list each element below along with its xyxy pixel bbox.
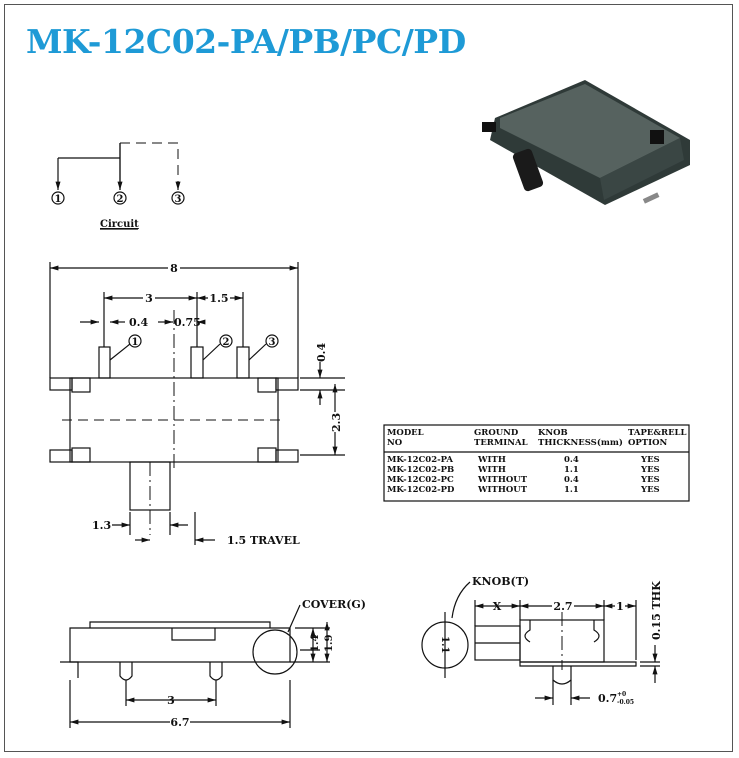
dim-pitch-b: 1.5 <box>209 292 228 305</box>
circuit-pin-2: 2 <box>113 191 127 205</box>
svg-text:THICKNESS(mm): THICKNESS(mm) <box>538 437 623 448</box>
svg-text:YES: YES <box>640 455 660 465</box>
side-view-drawing: COVER(G) 1.4 1.9 3 6.7 <box>60 598 366 729</box>
top-view-drawing: 8 3 1.5 0.4 0.75 1 2 3 <box>49 261 345 547</box>
dim-knob-width: 1.3 <box>92 519 111 532</box>
pin-3-callout: 3 <box>269 337 276 348</box>
knob-label: KNOB(T) <box>472 575 529 588</box>
dim-pitch: 3 <box>167 694 175 707</box>
circuit-pin-1: 1 <box>51 191 65 205</box>
end-view-drawing: 1.1 KNOB(T) X 2.7 1 0.7 +0 -0.05 0.15 TH… <box>421 575 663 706</box>
table-header-knob: KNOB <box>538 428 568 438</box>
dim-travel: 1.5 TRAVEL <box>227 534 300 547</box>
svg-text:1: 1 <box>55 194 62 205</box>
dim-pin-width: 0.4 <box>129 316 148 329</box>
svg-text:1.1: 1.1 <box>564 465 579 475</box>
pin-1-callout: 1 <box>132 337 139 348</box>
svg-text:OPTION: OPTION <box>628 438 668 448</box>
dim-offset: 0.75 <box>174 316 201 329</box>
svg-text:0.4: 0.4 <box>564 455 579 465</box>
page-title: MK-12C02-PA/PB/PC/PD <box>26 22 466 61</box>
dim-height: 2.3 <box>330 413 343 432</box>
dim-post-tol-plus: +0 <box>617 691 626 698</box>
table-header-ground: GROUND <box>474 428 519 438</box>
svg-text:MK-12C02-PD: MK-12C02-PD <box>387 485 455 495</box>
dim-post: 0.7 <box>598 692 617 705</box>
cover-label: COVER(G) <box>302 598 366 611</box>
svg-text:2: 2 <box>117 194 124 205</box>
dim-lead: 1 <box>616 600 624 613</box>
svg-text:1.1: 1.1 <box>564 485 579 495</box>
table-row: MK-12C02-PD WITHOUT 1.1 YES <box>387 485 660 495</box>
model-table: MODEL NO GROUND TERMINAL KNOB THICKNESS(… <box>383 424 690 502</box>
dim-pitch-a: 3 <box>145 292 153 305</box>
circuit-label: Circuit <box>100 219 139 230</box>
table-row: MK-12C02-PA WITH 0.4 YES <box>387 455 660 465</box>
svg-text:NO: NO <box>387 438 403 448</box>
svg-text:YES: YES <box>640 465 660 475</box>
svg-text:WITHOUT: WITHOUT <box>477 475 528 485</box>
svg-text:TERMINAL: TERMINAL <box>474 438 528 448</box>
svg-text:YES: YES <box>640 475 660 485</box>
dim-thk: 0.15 THK <box>650 581 663 640</box>
product-photo <box>482 80 690 205</box>
svg-text:WITH: WITH <box>477 455 506 465</box>
dim-h2: 1.9 <box>324 635 335 652</box>
svg-text:0.4: 0.4 <box>564 475 579 485</box>
table-row: MK-12C02-PB WITH 1.1 YES <box>387 465 660 475</box>
svg-text:WITH: WITH <box>477 465 506 475</box>
table-header-model: MODEL <box>387 428 424 438</box>
dim-knob-dia: 1.1 <box>439 636 450 653</box>
dim-post-tol-minus: -0.05 <box>617 699 634 706</box>
svg-text:MK-12C02-PA: MK-12C02-PA <box>387 455 453 465</box>
pin-2-callout: 2 <box>223 337 230 348</box>
circuit-diagram: 1 2 3 Circuit <box>51 142 185 230</box>
svg-text:MK-12C02-PB: MK-12C02-PB <box>387 465 454 475</box>
svg-text:3: 3 <box>175 194 182 205</box>
table-row: MK-12C02-PC WITHOUT 0.4 YES <box>387 475 660 485</box>
dim-overall: 8 <box>170 262 178 275</box>
table-header-tape: TAPE&RELL <box>628 428 687 438</box>
dim-x: X <box>493 600 502 613</box>
svg-text:MK-12C02-PC: MK-12C02-PC <box>387 475 454 485</box>
dim-length: 6.7 <box>170 716 189 729</box>
svg-text:WITHOUT: WITHOUT <box>477 485 528 495</box>
dim-lead-thk: 0.4 <box>315 343 328 362</box>
circuit-pin-3: 3 <box>171 191 185 205</box>
dim-body: 2.7 <box>553 600 572 613</box>
svg-text:YES: YES <box>640 485 660 495</box>
dim-h1: 1.4 <box>310 635 321 652</box>
page-frame <box>4 4 733 752</box>
